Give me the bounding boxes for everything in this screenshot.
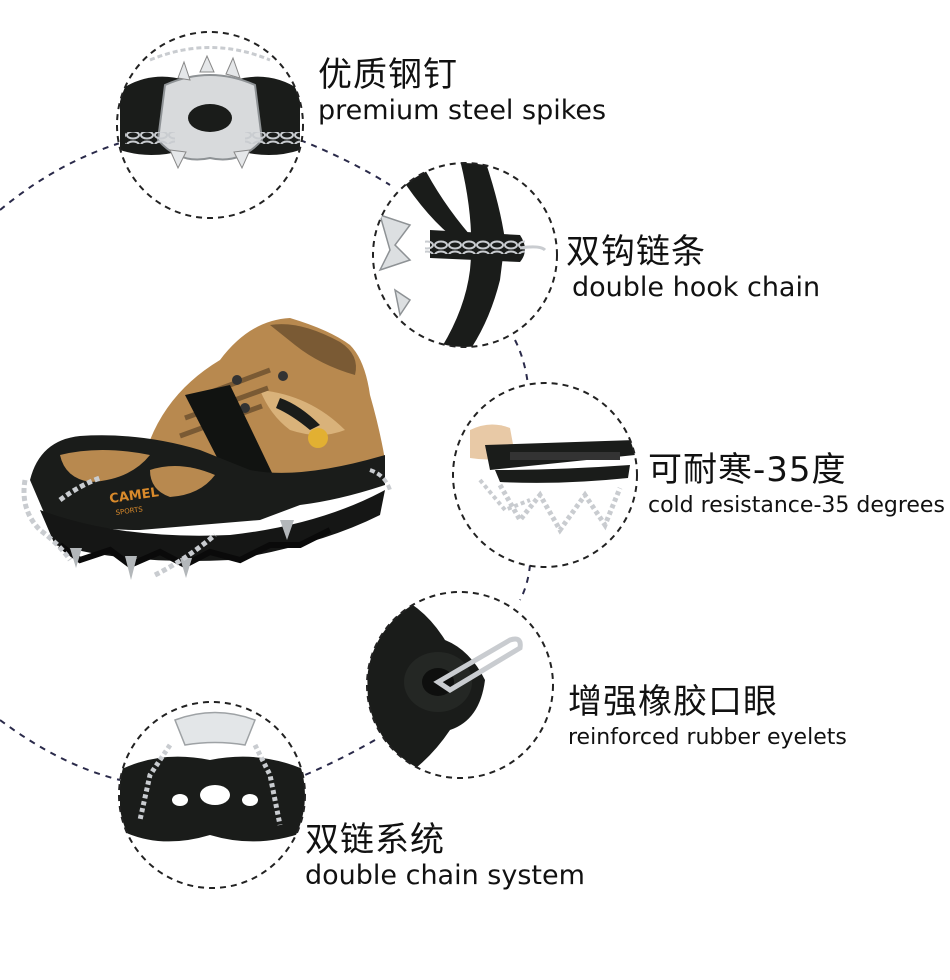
hook-chain-closeup xyxy=(372,162,558,348)
rubber-eyelet-closeup xyxy=(366,591,554,779)
feature-reinforced-rubber-eyelets: 增强橡胶口眼 reinforced rubber eyelets xyxy=(568,682,847,754)
connector-arc xyxy=(519,564,531,601)
shoe-sub-text: SPORTS xyxy=(115,505,144,517)
stretched-crampon-closeup xyxy=(452,382,638,568)
connector-arc xyxy=(0,139,131,211)
feature-title-zh: 双钩链条 xyxy=(566,232,706,272)
feature-title-en: premium steel spikes xyxy=(318,95,607,126)
feature-title-en: reinforced rubber eyelets xyxy=(568,725,847,750)
feature-premium-steel-spikes: 优质钢钉 premium steel spikes xyxy=(318,55,606,127)
feature-title-zh: 可耐寒-35度 xyxy=(648,450,847,490)
feature-title-en: cold resistance-35 degrees xyxy=(648,493,945,518)
feature-cold-resistance: 可耐寒-35度 cold resistance-35 degrees xyxy=(648,450,945,522)
feature-double-chain-system: 双链系统 double chain system xyxy=(305,820,585,892)
shoe-brand-text: CAMEL xyxy=(108,485,159,507)
feature-title-en: double hook chain xyxy=(572,272,821,303)
boot-with-crampon: CAMEL SPORTS xyxy=(21,318,392,580)
double-chain-closeup xyxy=(118,701,306,889)
spike-plate-closeup xyxy=(116,31,304,219)
feature-double-hook-chain: 双钩链条 double hook chain xyxy=(566,232,820,304)
connector-arc xyxy=(514,339,529,386)
feature-title-zh: 增强橡胶口眼 xyxy=(568,682,778,722)
feature-title-zh: 双链系统 xyxy=(305,820,445,860)
feature-title-zh: 优质钢钉 xyxy=(318,55,458,95)
feature-title-en: double chain system xyxy=(305,860,585,891)
connector-arc xyxy=(0,719,121,781)
connector-arc xyxy=(299,139,391,186)
connector-arc xyxy=(304,739,376,776)
